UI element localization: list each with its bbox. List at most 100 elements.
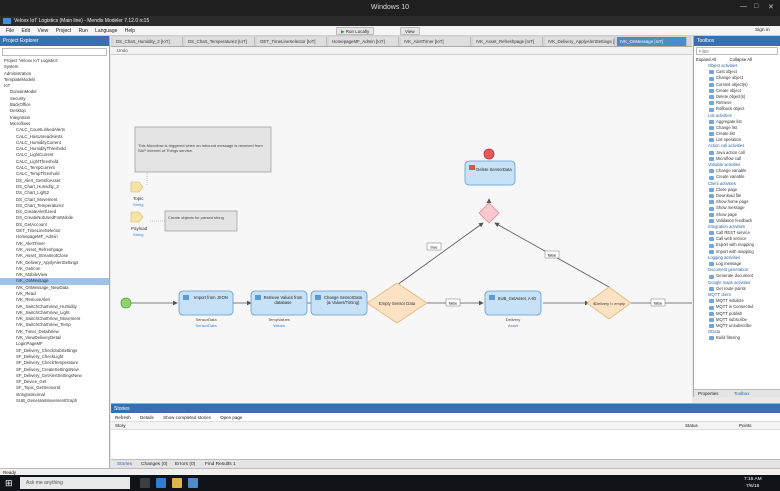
toolbox-category[interactable]: Object activities — [694, 63, 780, 69]
toolbox-item[interactable]: Build filtering — [694, 335, 780, 341]
split-delivery-empty[interactable]: $Delivery != empty — [586, 286, 632, 320]
run-locally-button[interactable]: ▶ Run Locally — [336, 27, 375, 35]
toolbox-item[interactable]: Show home page — [694, 199, 780, 205]
properties-tab[interactable]: Properties — [698, 391, 719, 396]
toolbox-tab[interactable]: Toolbox — [734, 391, 750, 396]
tree-item[interactable]: IVK_AlertTimer — [16, 240, 45, 246]
tree-item[interactable]: IVK_SwitchChartView_Temp — [16, 322, 71, 328]
menu-language[interactable]: Language — [95, 28, 118, 34]
maximize-icon[interactable]: □ — [754, 3, 759, 10]
task-view-icon[interactable] — [140, 478, 150, 488]
tree-item[interactable]: SF_Delivery_CheckSubSettings — [16, 347, 78, 353]
tree-item[interactable]: IVK_SwitchChartView_Humidity — [16, 303, 77, 309]
editor-tab[interactable]: GET_TimeLineSelector [IoT] — [257, 37, 327, 46]
tree-item[interactable]: IVK_Timer_DetailView — [16, 328, 59, 334]
toolbox-item[interactable]: Generate document — [694, 273, 780, 279]
activity-change-sensordata[interactable]: Change SensorData (& Values/Timing) — [310, 290, 368, 316]
toolbox-item[interactable]: Create object — [694, 88, 780, 94]
tree-item[interactable]: DS_Chart_Humidity_2 — [16, 183, 59, 189]
tree-item[interactable]: SUB_GenerateMovementGraph — [16, 398, 78, 404]
toolbox-item[interactable]: MQTT is Connected — [694, 304, 780, 310]
activity-retrieve[interactable]: Retrieve Values from database TempValues… — [250, 290, 308, 328]
windows-start-icon[interactable]: ⊞ — [5, 478, 13, 488]
collapse-all-button[interactable]: Collapse All — [729, 57, 752, 62]
split-empty-sensor-data[interactable]: Empty Sensor Data — [366, 282, 428, 324]
edge-icon[interactable] — [156, 478, 166, 488]
refresh-button[interactable]: Refresh — [115, 415, 131, 420]
tree-item[interactable]: IVK_Asset_StreamIotClose — [16, 253, 69, 259]
expand-all-button[interactable]: Expand All — [696, 57, 717, 62]
toolbox-item[interactable]: Call web service — [694, 236, 780, 242]
editor-tab[interactable]: IVK_OnMessage [IoT] — [617, 37, 687, 46]
tree-item[interactable]: GET_TimeLineSelector — [16, 228, 61, 234]
tree-item[interactable]: Microflows — [10, 120, 31, 126]
tree-item[interactable]: Project 'Veloxx IoT Logistics' — [4, 58, 59, 63]
tree-item[interactable]: SF_Delivery_GetAlertSettingsNew — [16, 372, 82, 378]
tree-item[interactable]: IVK_RemoveAlert — [16, 297, 51, 303]
toolbox-category[interactable]: Client activities — [694, 181, 780, 187]
details-button[interactable]: Details — [140, 415, 154, 420]
toolbox-item[interactable]: MQTT initialize — [694, 298, 780, 304]
tree-item[interactable]: IVK_GetIcon — [16, 265, 41, 271]
minimize-icon[interactable]: — — [740, 3, 747, 10]
activity-sub-getasset[interactable]: SUB_GetAsset, A-ID Delivery Asset — [484, 290, 542, 328]
toolbox-item[interactable]: Close page — [694, 187, 780, 193]
editor-tab[interactable]: IVK_Asset_Refreshpage [IoT] — [473, 37, 543, 46]
toolbox-item[interactable]: Change object — [694, 75, 780, 81]
toolbox-item[interactable]: Get route points — [694, 286, 780, 292]
show-completed-checkbox[interactable]: Show completed stories — [163, 415, 211, 420]
tree-item[interactable]: System — [4, 64, 19, 70]
toolbox-category[interactable]: Logging activities — [694, 255, 780, 261]
project-search-input[interactable] — [2, 48, 107, 56]
tree-item[interactable]: IVK_Asset_Refreshpage — [16, 246, 64, 252]
toolbox-item[interactable]: Change list — [694, 125, 780, 131]
editor-tab[interactable]: IVK_AlertTimer [IoT] — [401, 37, 471, 46]
toolbox-item[interactable]: MQTT publish — [694, 311, 780, 317]
toolbox-item[interactable]: Cast object — [694, 69, 780, 75]
menu-help[interactable]: Help — [124, 28, 136, 34]
tree-item[interactable]: CALC_TempCurrent — [16, 165, 55, 171]
tree-item[interactable]: CALC_LightThreshold — [16, 158, 59, 164]
toolbox-item[interactable]: Rollback object — [694, 106, 780, 112]
toolbox-category[interactable]: Action call activities — [694, 143, 780, 149]
tree-item[interactable]: HomepageMF_Admin — [16, 234, 58, 240]
toolbox-item[interactable]: Show page — [694, 212, 780, 218]
tree-item[interactable]: CALC_LightCurrent — [16, 152, 54, 158]
tree-item[interactable]: Integration — [10, 114, 31, 120]
toolbox-filter-input[interactable]: Filter — [696, 47, 778, 55]
menu-edit[interactable]: Edit — [21, 28, 31, 34]
toolbox-category[interactable]: Integration activities — [694, 224, 780, 230]
merge-node[interactable] — [478, 202, 500, 224]
tree-item[interactable]: SF_Delivery_CheckLight — [16, 353, 64, 359]
toolbox-item[interactable]: Log message — [694, 261, 780, 267]
tree-item[interactable]: IVK_SwitchChartView_Light — [16, 309, 70, 315]
tree-item[interactable]: IoT — [4, 83, 11, 89]
toolbox-item[interactable]: Aggregate list — [694, 119, 780, 125]
toolbox-item[interactable]: Microflow call — [694, 156, 780, 162]
tree-item[interactable]: SF_Delivery_CreateSettingsNew — [16, 366, 79, 372]
undo-button[interactable]: Undo — [117, 48, 128, 53]
toolbox-item[interactable]: Export with mapping — [694, 242, 780, 248]
tree-item[interactable]: CALC_CountLinkedAlerts — [16, 127, 65, 133]
tree-item[interactable]: SF_Device_Get — [16, 379, 47, 385]
toolbox-item[interactable]: Validation feedback — [694, 218, 780, 224]
toolbox-item[interactable]: Commit object(s) — [694, 82, 780, 88]
tree-item[interactable]: CALC_HumidityThreshold — [16, 146, 66, 152]
tab-errors[interactable]: Errors (0) — [175, 462, 196, 467]
toolbox-item[interactable]: Download file — [694, 193, 780, 199]
toolbox-item[interactable]: MQTT subscribe — [694, 317, 780, 323]
open-page-button[interactable]: Open page — [220, 415, 243, 420]
tree-item[interactable]: DS_GetAccount — [16, 221, 47, 227]
taskbar-search-input[interactable]: Ask me anything — [20, 477, 130, 489]
activity-import-json[interactable]: Import from JSON SensorData SensorData — [178, 290, 234, 328]
tree-item[interactable]: IVK_Read — [16, 290, 36, 296]
tree-item[interactable]: IVK_OnMessage_NewData — [16, 284, 69, 290]
toolbox-category[interactable]: Variable activities — [694, 162, 780, 168]
activity-delete-sensordata[interactable]: Delete SensorData — [464, 160, 516, 186]
tree-item[interactable]: SF_Delivery_CheckTemperature — [16, 360, 79, 366]
tab-stories[interactable]: Stories — [117, 462, 132, 467]
tree-item[interactable]: stringtodecimal — [16, 391, 45, 397]
menu-file[interactable]: File — [6, 28, 15, 34]
tree-item[interactable]: DS_Chart_Light2 — [16, 190, 49, 196]
tab-changes[interactable]: Changes (0) — [141, 462, 168, 467]
